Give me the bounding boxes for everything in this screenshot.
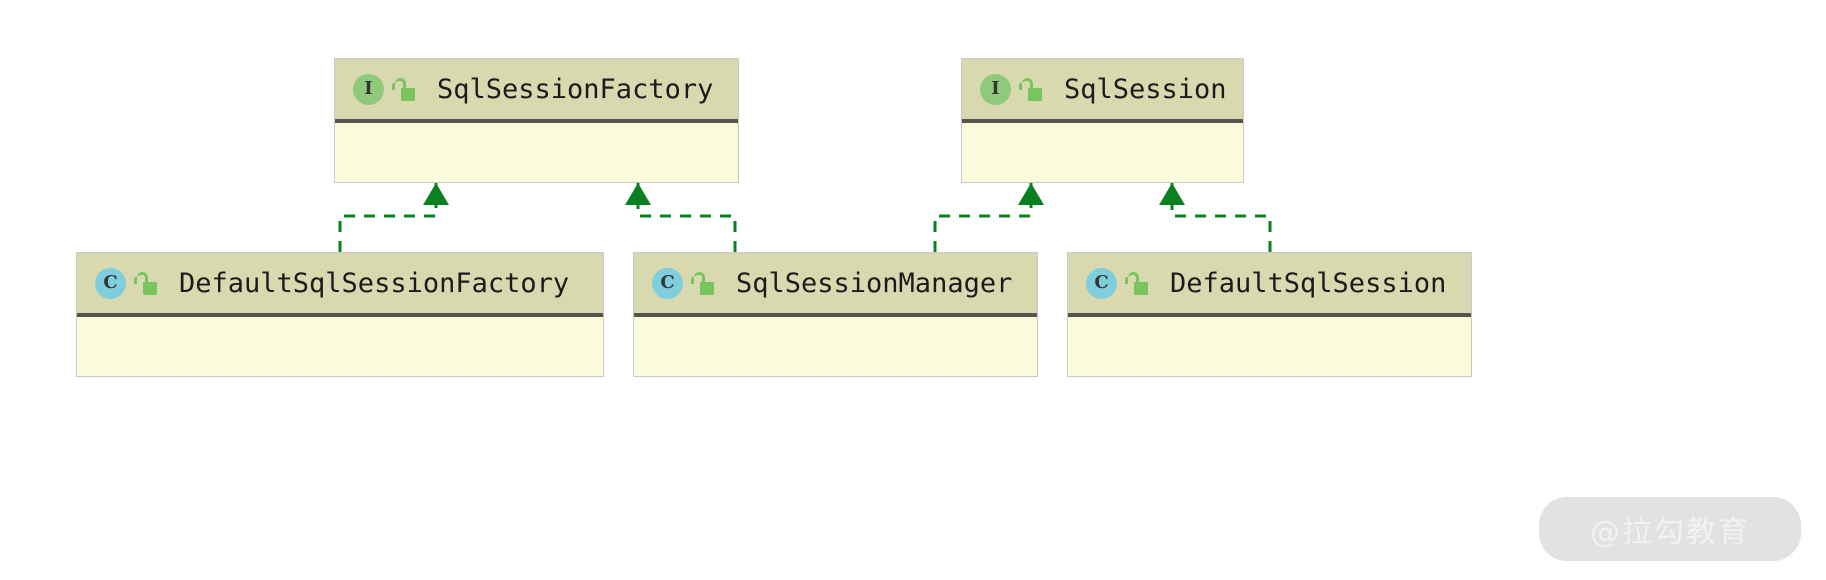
unlocked-padlock-icon: [392, 77, 415, 101]
uml-node-title: DefaultSqlSessionFactory: [179, 267, 570, 299]
unlocked-padlock-icon: [691, 271, 714, 295]
realization-arrowhead: [1018, 183, 1044, 205]
realization-arrowhead: [423, 183, 449, 205]
interface-stereotype-icon: I: [980, 73, 1011, 105]
uml-node-default-sql-session-factory[interactable]: C DefaultSqlSessionFactory: [76, 252, 604, 377]
uml-node-title: SqlSessionFactory: [437, 73, 714, 105]
uml-node-members-compartment: [77, 317, 603, 375]
unlocked-padlock-icon: [1019, 77, 1042, 101]
uml-node-members-compartment: [335, 123, 738, 181]
uml-node-sql-session-factory[interactable]: I SqlSessionFactory: [334, 58, 739, 183]
watermark: @拉勾教育: [1539, 497, 1801, 561]
realization-arrowhead: [1159, 183, 1185, 205]
unlocked-padlock-icon: [1125, 271, 1148, 295]
connector-line: [338, 183, 438, 252]
realization-arrowhead: [625, 183, 651, 205]
class-stereotype-icon: C: [1086, 267, 1117, 299]
connector-line: [933, 183, 1033, 252]
uml-node-sql-session-manager[interactable]: C SqlSessionManager: [633, 252, 1038, 377]
uml-node-members-compartment: [634, 317, 1037, 375]
uml-node-title: DefaultSqlSession: [1170, 267, 1447, 299]
uml-node-members-compartment: [1068, 317, 1471, 375]
uml-node-title: SqlSession: [1064, 73, 1227, 105]
unlocked-padlock-icon: [134, 271, 157, 295]
connector-line: [636, 183, 737, 252]
class-stereotype-icon: C: [652, 267, 683, 299]
uml-node-header: I SqlSessionFactory: [335, 59, 738, 123]
connector-line: [1170, 183, 1272, 252]
uml-node-header: C SqlSessionManager: [634, 253, 1037, 317]
uml-node-header: I SqlSession: [962, 59, 1243, 123]
interface-stereotype-icon: I: [353, 73, 384, 105]
uml-node-default-sql-session[interactable]: C DefaultSqlSession: [1067, 252, 1472, 377]
class-stereotype-icon: C: [95, 267, 126, 299]
uml-node-sql-session[interactable]: I SqlSession: [961, 58, 1244, 183]
uml-node-title: SqlSessionManager: [736, 267, 1013, 299]
uml-node-header: C DefaultSqlSessionFactory: [77, 253, 603, 317]
uml-node-members-compartment: [962, 123, 1243, 181]
uml-node-header: C DefaultSqlSession: [1068, 253, 1471, 317]
